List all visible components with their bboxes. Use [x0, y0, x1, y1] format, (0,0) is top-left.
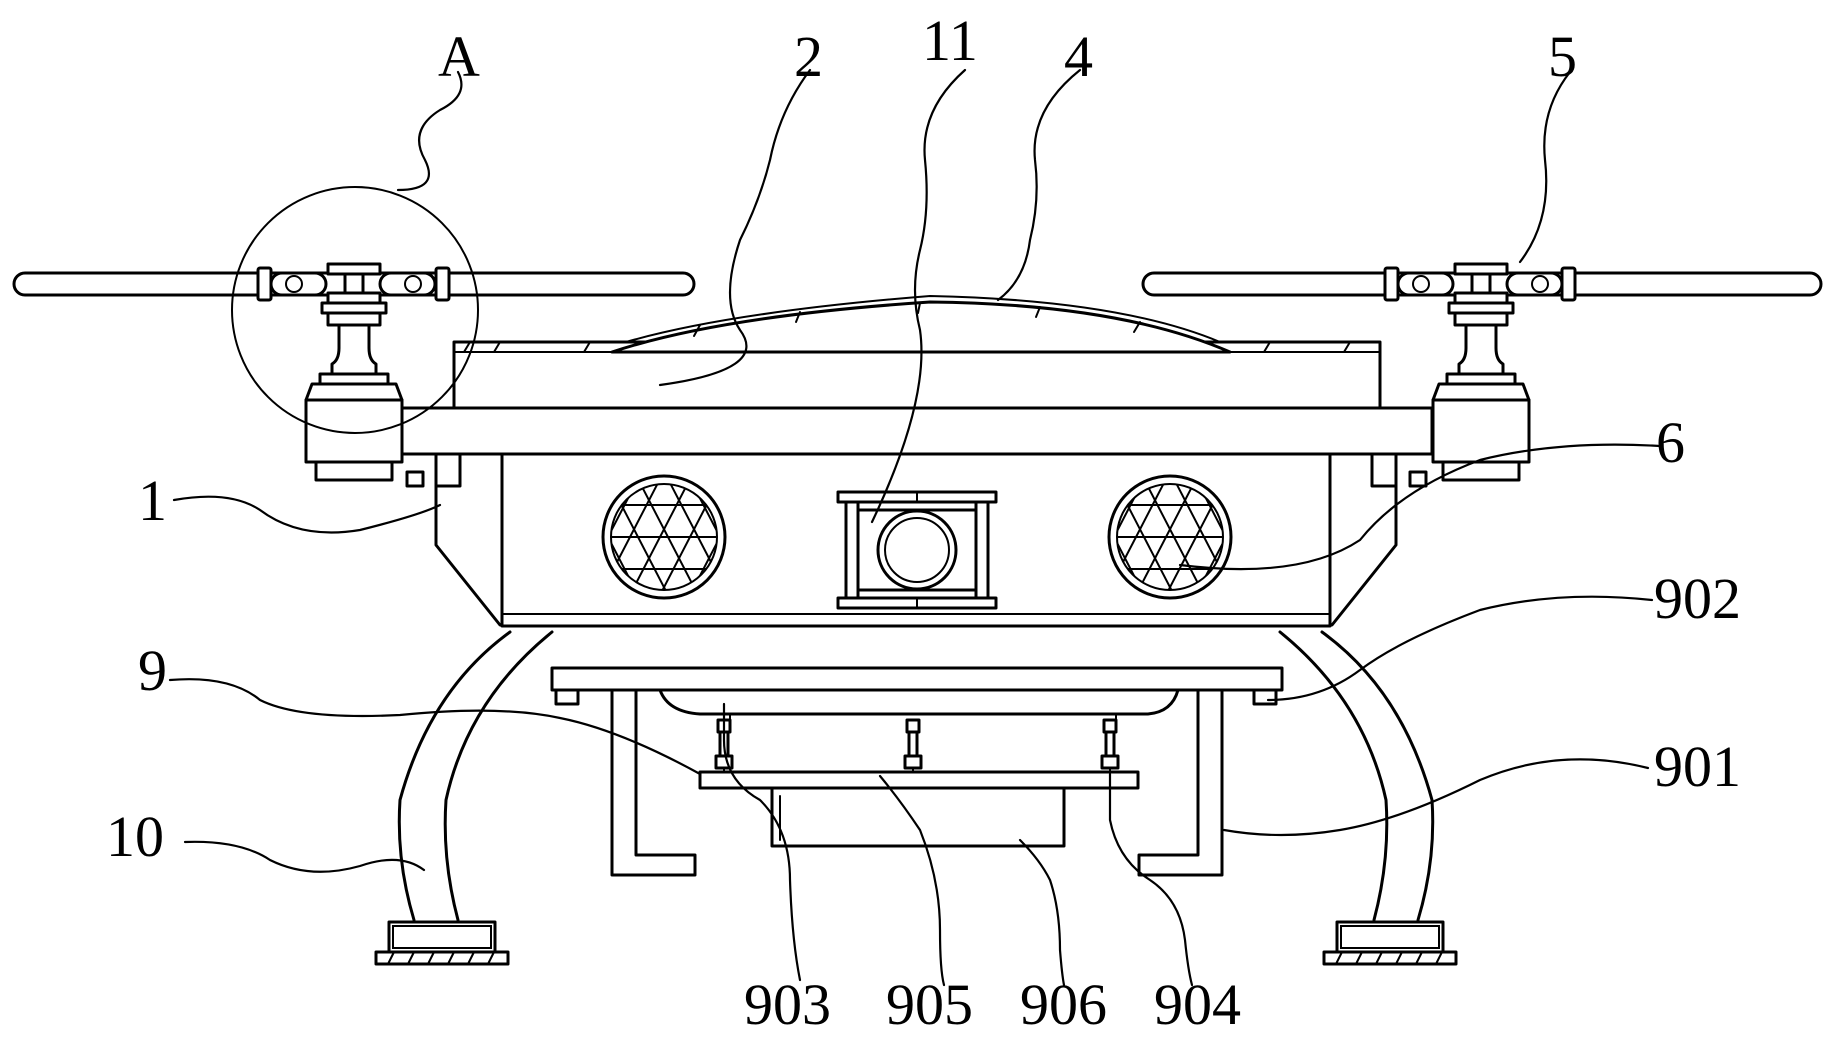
reference-labels: A 2 11 4 5 6 1 902 9 901 10 903 905 906 …	[106, 8, 1741, 1037]
label-9: 9	[138, 638, 167, 703]
left-motor	[304, 301, 404, 482]
label-a: A	[438, 24, 480, 89]
left-vent	[601, 474, 727, 600]
label-904: 904	[1154, 972, 1241, 1037]
label-902: 902	[1654, 566, 1741, 631]
right-landing-leg	[1278, 630, 1458, 966]
label-10: 10	[106, 804, 164, 869]
label-903: 903	[744, 972, 831, 1037]
label-1: 1	[138, 468, 167, 533]
camera-module	[836, 490, 998, 610]
right-motor	[1431, 301, 1531, 482]
label-4: 4	[1064, 24, 1093, 89]
label-901: 901	[1654, 734, 1741, 799]
left-propeller	[12, 262, 696, 305]
label-905: 905	[886, 972, 973, 1037]
right-propeller	[1141, 262, 1823, 305]
label-906: 906	[1020, 972, 1107, 1037]
detail-callout-circle	[231, 186, 479, 434]
label-6: 6	[1656, 410, 1685, 475]
label-11: 11	[922, 8, 978, 73]
left-landing-leg	[374, 630, 554, 966]
leader-lines	[168, 68, 1662, 987]
label-2: 2	[794, 24, 823, 89]
label-5: 5	[1548, 24, 1577, 89]
carrier-assembly	[550, 666, 1284, 877]
